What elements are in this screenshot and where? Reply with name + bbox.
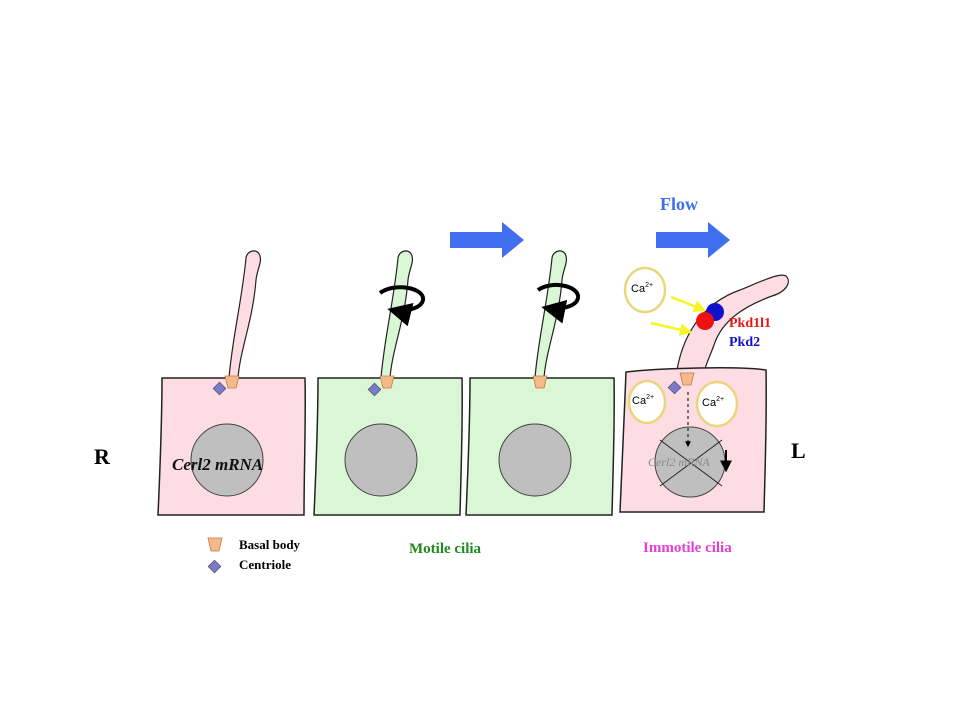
cilium-cell-1 bbox=[228, 250, 262, 379]
pkd2-label: Pkd2 bbox=[729, 335, 760, 350]
calcium-outside-label: Ca2+ bbox=[631, 282, 653, 295]
legend-basal-body-icon bbox=[207, 537, 223, 552]
flow-arrow-left bbox=[450, 222, 524, 258]
calcium-outside: Ca2+ bbox=[623, 266, 667, 314]
rotation-arrow-cell-3 bbox=[536, 282, 580, 324]
legend-centriole-icon bbox=[207, 559, 222, 574]
immotile-cilia-label: Immotile cilia bbox=[643, 540, 732, 556]
flow-label: Flow bbox=[660, 194, 698, 214]
nucleus-cell-2 bbox=[344, 423, 418, 497]
pkd1l1-label: Pkd1l1 bbox=[729, 316, 771, 331]
motile-cilia-label: Motile cilia bbox=[409, 541, 482, 557]
cerl2-mrna-faded-label: Cerl2 mRNA bbox=[648, 455, 710, 469]
rotation-arrow-cell-2 bbox=[378, 285, 425, 327]
calcium-inside-left: Ca2+ bbox=[627, 379, 667, 425]
calcium-inside-right-label: Ca2+ bbox=[702, 396, 724, 409]
flow-arrow-right bbox=[656, 222, 730, 258]
cilium-cell-2 bbox=[380, 250, 414, 379]
cell-motile-2 bbox=[465, 250, 616, 516]
cross-line-2 bbox=[659, 439, 723, 487]
legend-basal-body-label: Basal body bbox=[239, 537, 301, 552]
basal-body-cell-2 bbox=[379, 375, 395, 389]
pkd1l1-dot bbox=[696, 312, 714, 330]
calcium-inside-right: Ca2+ bbox=[695, 380, 739, 428]
right-side-label: R bbox=[94, 444, 111, 469]
cilium-cell-3 bbox=[534, 250, 568, 379]
legend: Basal body Centriole bbox=[207, 537, 301, 574]
legend-centriole-label: Centriole bbox=[239, 557, 291, 572]
calcium-arrow-1 bbox=[670, 295, 707, 313]
nucleus-cell-3 bbox=[498, 423, 572, 497]
basal-body-cell-4 bbox=[679, 372, 695, 386]
cerl2-mrna-label: Cerl2 mRNA bbox=[172, 455, 263, 474]
basal-body-cell-3 bbox=[532, 375, 548, 389]
centriole-cell-4 bbox=[667, 380, 682, 395]
cell-right-side: Cerl2 mRNA bbox=[157, 250, 307, 516]
cilium-cell-4 bbox=[676, 274, 789, 373]
left-side-label: L bbox=[791, 438, 806, 463]
centriole-cell-1 bbox=[212, 381, 227, 396]
calcium-inside-left-label: Ca2+ bbox=[632, 394, 654, 407]
cell-motile-1 bbox=[313, 250, 464, 516]
calcium-arrow-2 bbox=[650, 321, 693, 336]
nucleus-cell-1 bbox=[190, 423, 264, 497]
basal-body-cell-1 bbox=[224, 375, 240, 389]
centriole-cell-2 bbox=[367, 382, 382, 397]
